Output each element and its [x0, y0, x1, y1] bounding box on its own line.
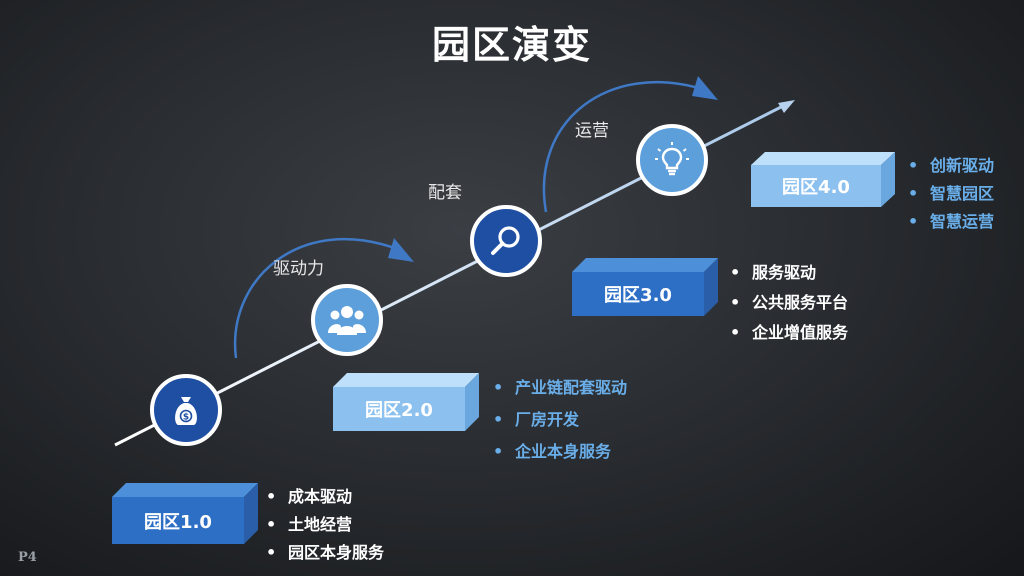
stage-2-point: 企业本身服务 [489, 436, 627, 468]
stage-1-point: 成本驱动 [262, 483, 384, 511]
stage-2-point: 厂房开发 [489, 404, 627, 436]
arc-1-arrowhead [388, 238, 414, 262]
stage-1-point: 土地经营 [262, 511, 384, 539]
stage-4-points: 创新驱动 智慧园区 智慧运营 [904, 152, 994, 236]
arc-label-stage2: 配套 [428, 183, 462, 203]
lightbulb-icon [636, 124, 708, 196]
people-group-icon [311, 284, 383, 356]
arc-label-stage1: 驱动力 [273, 259, 324, 279]
growth-line-arrowhead [778, 100, 795, 113]
stage-label-2: 园区2.0 [333, 387, 465, 431]
slide-title: 园区演变 [431, 23, 592, 67]
svg-text:$: $ [183, 413, 189, 423]
stage-box-4: 园区4.0 [751, 152, 895, 207]
stage-box-3: 园区3.0 [572, 258, 718, 316]
magnifier-icon [470, 205, 542, 277]
stage-1-points: 成本驱动 土地经营 园区本身服务 [262, 483, 384, 567]
stage-3-point: 服务驱动 [726, 258, 848, 288]
stage-3-point: 企业增值服务 [726, 318, 848, 348]
arc-3-arrowhead [692, 76, 718, 100]
arc-1 [233, 238, 401, 359]
arc-label-stage3: 运营 [575, 121, 609, 141]
stage-4-point: 智慧运营 [904, 208, 994, 236]
stage-4-point: 创新驱动 [904, 152, 994, 180]
stage-3-points: 服务驱动 公共服务平台 企业增值服务 [726, 258, 848, 348]
stage-label-4: 园区4.0 [751, 165, 881, 207]
stage-1-point: 园区本身服务 [262, 539, 384, 567]
stage-3-point: 公共服务平台 [726, 288, 848, 318]
stage-2-point: 产业链配套驱动 [489, 372, 627, 404]
stage-box-1: 园区1.0 [112, 483, 258, 544]
money-bag-icon: $ [150, 374, 222, 446]
stage-label-3: 园区3.0 [572, 272, 704, 316]
page-number: P4 [18, 550, 37, 565]
arc-3 [542, 80, 706, 213]
stage-2-points: 产业链配套驱动 厂房开发 企业本身服务 [489, 372, 627, 468]
stage-label-1: 园区1.0 [112, 497, 244, 544]
stage-box-2: 园区2.0 [333, 373, 479, 431]
stage-4-point: 智慧园区 [904, 180, 994, 208]
